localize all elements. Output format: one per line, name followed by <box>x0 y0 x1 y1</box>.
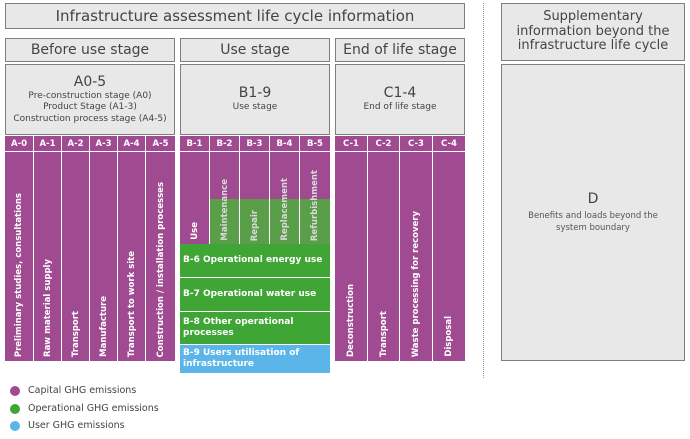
before-use-line: Product Stage (A1-3) <box>43 102 137 113</box>
module-label: Deconstruction <box>346 283 356 357</box>
module-column-b5: Refurbishment <box>300 152 330 244</box>
module-code-c1: C-1 <box>335 136 368 151</box>
module-code-b1: B-1 <box>180 136 210 151</box>
legend-label: Operational GHG emissions <box>28 403 159 414</box>
module-label: Maintenance <box>219 179 230 241</box>
module-label: Replacement <box>279 178 290 241</box>
module-column-a3: Manufacture <box>90 152 118 361</box>
module-code-b5: B-5 <box>300 136 330 151</box>
module-column-c4: Disposal <box>433 152 465 361</box>
module-column-b4: Replacement <box>270 152 300 244</box>
module-label: Preliminary studies, consultations <box>14 192 24 357</box>
module-d-desc: Benefits and loads beyond the system bou… <box>528 211 658 233</box>
module-code-c4: C-4 <box>433 136 465 151</box>
use-line: Use stage <box>232 102 278 113</box>
module-label: Transport <box>70 310 81 357</box>
end-of-life-line: End of life stage <box>363 102 437 113</box>
legend-label: User GHG emissions <box>28 420 125 431</box>
module-column-c3: Waste processing for recovery <box>400 152 433 361</box>
legend-label: Capital GHG emissions <box>28 385 137 396</box>
module-column-a0: Preliminary studies, consultations <box>5 152 34 361</box>
module-code-a1: A-1 <box>34 136 62 151</box>
before-use-line: Construction process stage (A4-5) <box>13 113 167 124</box>
module-code-a2: A-2 <box>62 136 90 151</box>
module-label: Repair <box>249 209 260 241</box>
module-column-c2: Transport <box>368 152 400 361</box>
legend-item-operational: Operational GHG emissions <box>10 403 159 414</box>
module-code-a4: A-4 <box>118 136 146 151</box>
operational-overlay <box>270 199 299 244</box>
module-code-b2: B-2 <box>210 136 240 151</box>
module-code-a0: A-0 <box>5 136 34 151</box>
lifecycle-header: Infrastructure assessment life cycle inf… <box>5 3 465 29</box>
operational-overlay <box>300 199 330 244</box>
module-code-a3: A-3 <box>90 136 118 151</box>
module-label: Manufacture <box>98 296 109 357</box>
module-label: Disposal <box>444 316 454 357</box>
module-label: Waste processing for recovery <box>411 210 421 357</box>
module-code-b3: B-3 <box>240 136 270 151</box>
legend-item-capital: Capital GHG emissions <box>10 385 136 396</box>
operational-overlay <box>210 199 239 244</box>
operational-bar-b8: B-8 Other operational processes <box>180 312 330 345</box>
module-column-a5: Construction / installation processes <box>146 152 175 361</box>
end-of-life-stage-header: End of life stage <box>335 38 465 62</box>
module-column-c1: Deconstruction <box>335 152 368 361</box>
user-dot-icon <box>10 420 20 431</box>
use-stage-header: Use stage <box>180 38 330 62</box>
supplementary-separator <box>483 3 484 378</box>
operational-dot-icon <box>10 403 20 414</box>
legend-item-user: User GHG emissions <box>10 420 125 431</box>
module-code-b4: B-4 <box>270 136 300 151</box>
use-code: B1-9 <box>238 85 272 102</box>
module-column-b3: Repair <box>240 152 270 244</box>
module-code-c2: C-2 <box>368 136 400 151</box>
module-label: Transport to work site <box>126 250 137 357</box>
module-code-a5: A-5 <box>146 136 175 151</box>
before-use-code: A0-5 <box>73 74 107 91</box>
module-column-a1: Raw material supply <box>34 152 62 361</box>
module-label: Raw material supply <box>42 259 53 357</box>
module-column-a2: Transport <box>62 152 90 361</box>
module-code-c3: C-3 <box>400 136 433 151</box>
module-column-a4: Transport to work site <box>118 152 146 361</box>
use-module-box: B1-9 Use stage <box>180 64 330 135</box>
supplementary-header: Supplementary information beyond the inf… <box>501 3 685 61</box>
end-of-life-code: C1-4 <box>383 85 417 102</box>
module-label: Transport <box>378 310 389 357</box>
module-label: Construction / installation processes <box>155 181 166 358</box>
module-label: Refurbishment <box>310 169 320 241</box>
operational-overlay <box>240 199 269 244</box>
operational-bar-b6: B-6 Operational energy use <box>180 244 330 278</box>
before-use-line: Pre-construction stage (A0) <box>28 91 152 102</box>
before-use-module-box: A0-5 Pre-construction stage (A0) Product… <box>5 64 175 135</box>
module-column-b1: Use <box>180 152 210 244</box>
operational-bar-b7: B-7 Operational water use <box>180 278 330 312</box>
module-label: Use <box>189 222 200 240</box>
module-d-box: D Benefits and loads beyond the system b… <box>501 64 685 361</box>
module-column-b2: Maintenance <box>210 152 240 244</box>
capital-dot-icon <box>10 385 20 396</box>
module-d-code: D <box>587 191 599 208</box>
end-of-life-module-box: C1-4 End of life stage <box>335 64 465 135</box>
before-use-stage-header: Before use stage <box>5 38 175 62</box>
user-bar-b9: B-9 Users utilisation of infrastructure <box>180 345 330 373</box>
